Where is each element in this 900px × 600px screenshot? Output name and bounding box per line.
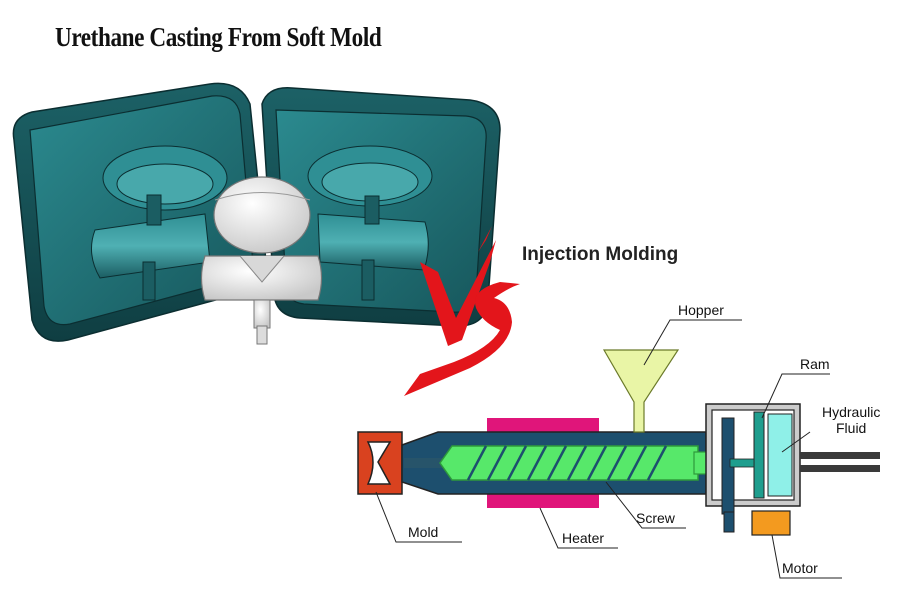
heater-label: Heater — [562, 530, 605, 546]
urethane-casting-title: Urethane Casting From Soft Mold — [55, 22, 382, 52]
injection-molding-title: Injection Molding — [522, 244, 679, 265]
hydraulic-fluid-label-line2: Fluid — [836, 420, 867, 436]
mold-label: Mold — [408, 524, 439, 540]
heater-bottom — [487, 494, 599, 508]
motor-label: Motor — [782, 560, 818, 576]
hydraulic-fluid-label-line1: Hydraulic — [822, 404, 881, 420]
leader-lines — [375, 319, 842, 579]
hopper-label: Hopper — [678, 302, 724, 318]
hopper — [602, 349, 680, 433]
mold-half-right — [261, 87, 501, 327]
motor — [723, 510, 791, 536]
ram-label: Ram — [800, 356, 830, 372]
screw-label: Screw — [636, 510, 675, 526]
heater-top — [487, 418, 599, 432]
screw — [439, 445, 735, 481]
hydraulic-unit — [705, 403, 880, 515]
mold-block — [357, 431, 403, 495]
cast-part — [200, 176, 323, 345]
vs-mark — [404, 226, 520, 396]
